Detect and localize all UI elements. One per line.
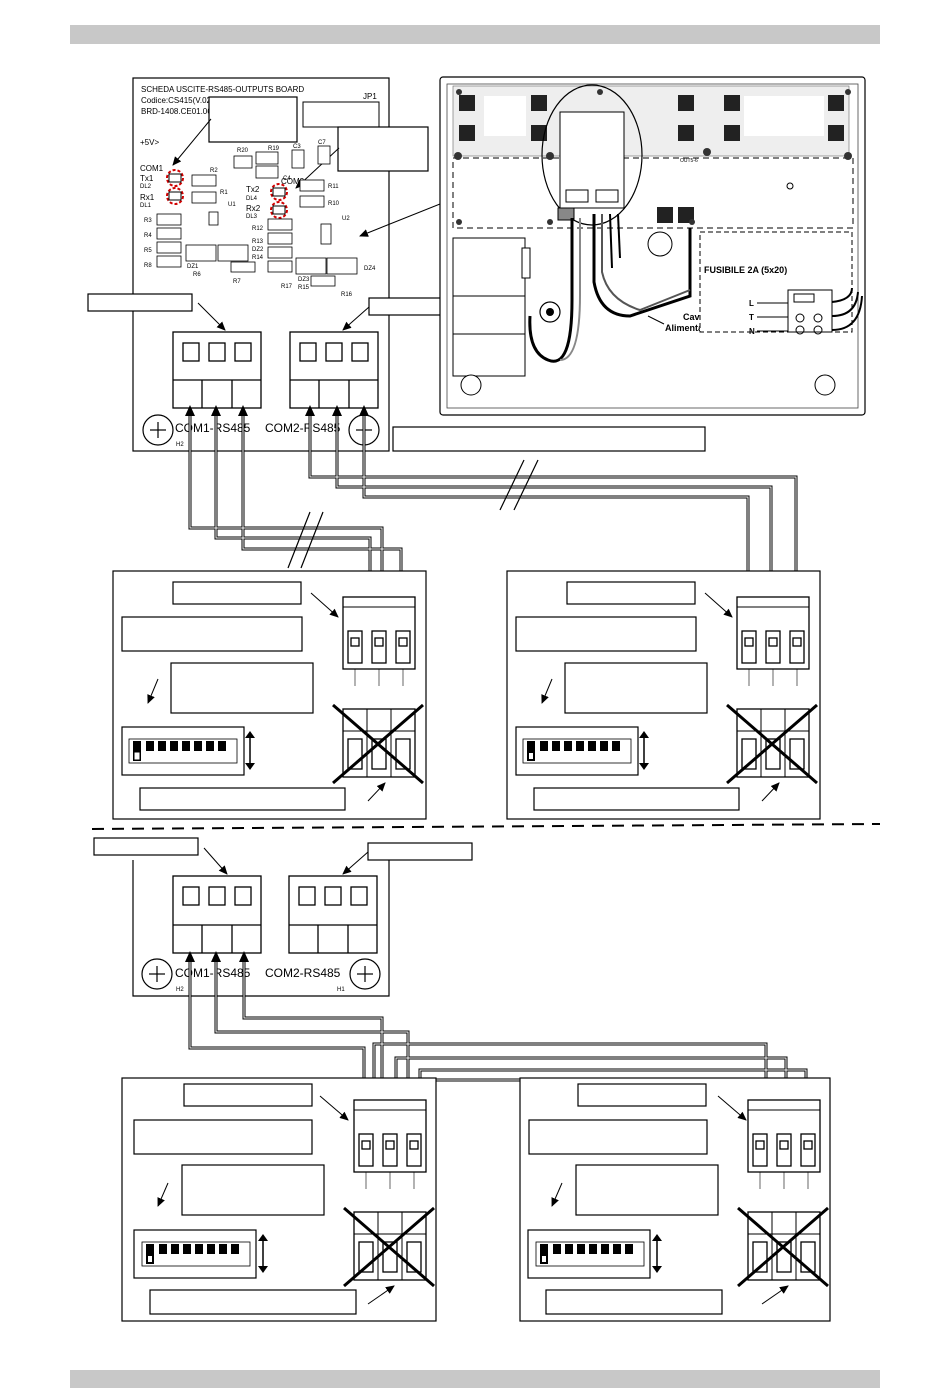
- device-upper-left: [112, 570, 427, 820]
- label-tx2: Tx2: [246, 185, 260, 194]
- label-h2-lower: H2: [176, 987, 184, 993]
- led-rx2: [270, 201, 288, 219]
- label-cable: Cavo: [683, 312, 706, 322]
- label-t: T: [749, 313, 754, 322]
- com2-terminal-block: [289, 331, 379, 409]
- board-code: Codice:CS415(V.02): [141, 96, 214, 105]
- label-dl1: DL1: [140, 203, 152, 209]
- label-com1-rs485-lower: COM1-RS485: [175, 966, 251, 980]
- label-dz2: DZ2: [252, 247, 264, 253]
- caption-box-psu: [392, 426, 706, 452]
- label-dl2: DL2: [140, 184, 152, 190]
- label-u1: U1: [228, 202, 236, 208]
- label-r4: R4: [144, 233, 152, 239]
- label-c4: C4: [283, 176, 291, 182]
- label-u2: U2: [342, 216, 350, 222]
- psu-screw-holes: [454, 89, 852, 225]
- mount-hole-h2: [142, 414, 174, 446]
- header-bar: [70, 25, 880, 44]
- device-lower-left: [121, 1077, 437, 1322]
- label-com1-rs485: COM1-RS485: [175, 421, 251, 435]
- label-r6: R6: [193, 272, 201, 278]
- com1-label-box: [87, 293, 193, 312]
- label-jp1: JP1: [363, 92, 377, 101]
- outputs-board-lower: COM1-RS485 COM2-RS485 H2 H1: [93, 837, 473, 997]
- label-l: L: [749, 299, 754, 308]
- upper-wire-arrowheads: [185, 405, 369, 416]
- label-outs: OUT5-6: [680, 158, 698, 164]
- board-title: SCHEDA USCITE-RS485-OUTPUTS BOARD: [141, 85, 304, 94]
- label-rx1: Rx1: [140, 193, 155, 202]
- label-n: N: [749, 327, 755, 336]
- psu-relay-blocks: [459, 95, 844, 223]
- upper-wiring: [188, 413, 798, 596]
- transformer: [452, 237, 526, 377]
- callout-box-1: [208, 96, 298, 143]
- label-h2: H2: [176, 442, 184, 448]
- com1-terminal-block: [172, 331, 262, 409]
- board-components: [156, 145, 358, 287]
- com2-label-box-lower: [367, 842, 473, 861]
- label-r14: R14: [252, 255, 264, 261]
- label-com2: COM2: [281, 177, 305, 186]
- lower-wire-arrowheads: [185, 951, 249, 962]
- wire-break-marks: [287, 459, 539, 569]
- label-r17: R17: [281, 284, 293, 290]
- led-tx2: [270, 183, 288, 201]
- board-brd: BRD-1408.CE01.06: [141, 107, 212, 116]
- label-dz1: DZ1: [187, 264, 199, 270]
- callout-box-2: [337, 126, 429, 172]
- footer-bar: [70, 1370, 880, 1388]
- label-dz4: DZ4: [364, 266, 376, 272]
- label-fuse: FUSIBILE 2A (5x20): [704, 265, 787, 275]
- led-rx1: [166, 187, 184, 205]
- label-r12: R12: [252, 226, 264, 232]
- label-r3: R3: [144, 218, 152, 224]
- label-r13: R13: [252, 239, 264, 245]
- label-r5: R5: [144, 248, 152, 254]
- psu-panel: OUT5-6 Cavo Aliment: [439, 76, 866, 416]
- label-cable-2: Alimentatore: [665, 323, 720, 333]
- device-lower-right: [519, 1077, 831, 1322]
- label-com2-rs485: COM2-RS485: [265, 421, 341, 435]
- label-com2-rs485-lower: COM2-RS485: [265, 966, 341, 980]
- com1-label-box-lower: [93, 837, 199, 856]
- label-5v: +5V>: [140, 138, 159, 147]
- label-r20: R20: [237, 148, 249, 154]
- label-r16: R16: [341, 292, 353, 298]
- highlight-ellipse: [541, 84, 643, 226]
- section-separator: [91, 823, 881, 830]
- label-r15: R15: [298, 285, 310, 291]
- label-r19: R19: [268, 146, 280, 152]
- label-r8: R8: [144, 263, 152, 269]
- label-r2: R2: [210, 168, 218, 174]
- label-c7: C7: [318, 140, 326, 146]
- led-tx1: [166, 169, 184, 187]
- label-com1: COM1: [140, 164, 164, 173]
- label-dl4: DL4: [246, 196, 258, 202]
- label-h1-lower: H1: [337, 987, 345, 993]
- label-r11: R11: [328, 184, 339, 190]
- label-r1: R1: [220, 190, 228, 196]
- label-rx2: Rx2: [246, 204, 261, 213]
- label-dz3: DZ3: [298, 277, 310, 283]
- label-dl3: DL3: [246, 214, 258, 220]
- label-tx1: Tx1: [140, 174, 154, 183]
- label-c3: C3: [293, 144, 301, 150]
- device-upper-right: [506, 570, 821, 820]
- label-r10: R10: [328, 201, 340, 207]
- label-r7: R7: [233, 279, 241, 285]
